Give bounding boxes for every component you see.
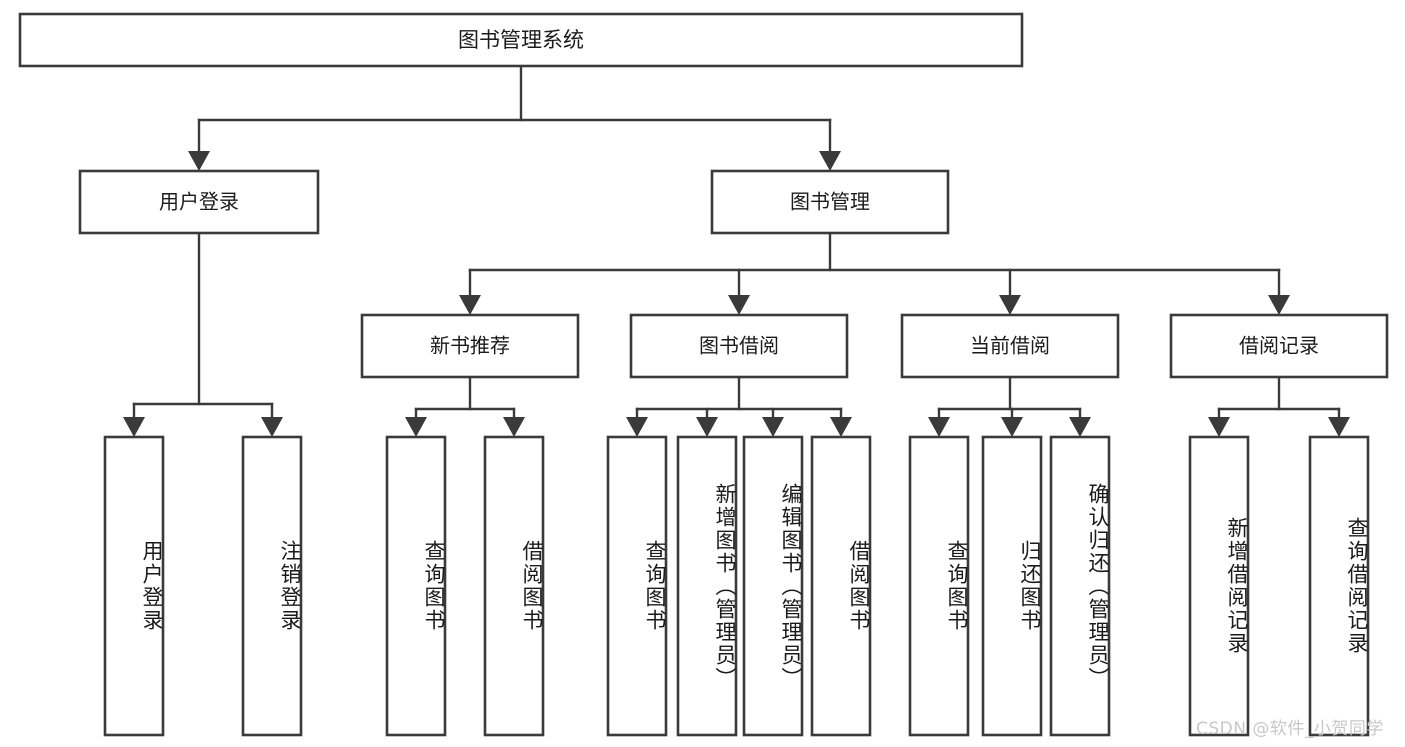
arrow-head-new-book-recommend-leaf-borrow-book-rec xyxy=(503,417,525,437)
arrow-head-book-borrow-leaf-add-book-admin xyxy=(696,417,718,437)
arrow-head-book-borrow-leaf-edit-book-admin xyxy=(762,417,784,437)
node-box-leaf-confirm-return-admin[interactable] xyxy=(1049,435,1111,737)
node-label-new-book-recommend: 新书推荐 xyxy=(430,334,510,358)
node-box-leaf-add-borrow-record[interactable] xyxy=(1188,435,1250,737)
node-label-current-borrow: 当前借阅 xyxy=(970,334,1050,358)
node-box-leaf-user-login[interactable] xyxy=(103,435,165,737)
arrow-head-user-login-leaf-user-login xyxy=(123,417,145,437)
arrow-head-current-borrow-leaf-query-book-cur xyxy=(928,417,950,437)
node-box-book-manage[interactable] xyxy=(710,169,950,235)
arrow-head-borrow-record-leaf-add-borrow-record xyxy=(1208,417,1230,437)
arrow-head-root-user-login xyxy=(188,151,210,171)
arrow-head-borrow-record-leaf-query-borrow-record xyxy=(1328,417,1350,437)
node-box-layer xyxy=(18,12,1389,737)
arrow-head-book-borrow-leaf-query-book-borrow xyxy=(626,417,648,437)
connector-layer xyxy=(123,64,1350,437)
arrow-head-book-manage-borrow-record xyxy=(1268,295,1290,315)
node-box-leaf-query-book-cur[interactable] xyxy=(908,435,970,737)
arrow-head-new-book-recommend-leaf-query-book-rec xyxy=(405,417,427,437)
node-box-leaf-return-book[interactable] xyxy=(981,435,1043,737)
node-box-leaf-query-borrow-record[interactable] xyxy=(1308,435,1370,737)
node-box-leaf-borrow-book[interactable] xyxy=(810,435,872,737)
node-label-borrow-record: 借阅记录 xyxy=(1239,334,1319,358)
node-box-current-borrow[interactable] xyxy=(900,313,1120,379)
node-box-borrow-record[interactable] xyxy=(1169,313,1389,379)
node-label-book-manage: 图书管理 xyxy=(790,190,870,214)
node-box-root[interactable] xyxy=(18,12,1024,68)
node-box-leaf-query-book-rec[interactable] xyxy=(385,435,447,737)
node-box-book-borrow[interactable] xyxy=(629,313,849,379)
node-box-leaf-add-book-admin[interactable] xyxy=(676,435,738,737)
node-box-leaf-borrow-book-rec[interactable] xyxy=(483,435,545,737)
node-box-leaf-edit-book-admin[interactable] xyxy=(742,435,804,737)
arrow-head-root-book-manage xyxy=(819,151,841,171)
node-box-user-login[interactable] xyxy=(78,169,320,235)
node-box-leaf-query-book-borrow[interactable] xyxy=(606,435,668,737)
node-label-book-borrow: 图书借阅 xyxy=(699,334,779,358)
node-box-leaf-logout-login[interactable] xyxy=(241,435,303,737)
arrow-head-user-login-leaf-logout-login xyxy=(261,417,283,437)
node-box-new-book-recommend[interactable] xyxy=(360,313,580,379)
arrow-head-book-manage-book-borrow xyxy=(728,295,750,315)
arrow-head-current-borrow-leaf-confirm-return-admin xyxy=(1069,417,1091,437)
arrow-head-book-manage-current-borrow xyxy=(999,295,1021,315)
arrow-head-book-manage-new-book-recommend xyxy=(459,295,481,315)
node-label-user-login: 用户登录 xyxy=(159,190,239,214)
watermark-text: CSDN @软件_小贺同学 xyxy=(1196,719,1384,739)
arrow-head-current-borrow-leaf-return-book xyxy=(1001,417,1023,437)
arrow-head-book-borrow-leaf-borrow-book xyxy=(830,417,852,437)
node-label-root: 图书管理系统 xyxy=(458,28,584,52)
